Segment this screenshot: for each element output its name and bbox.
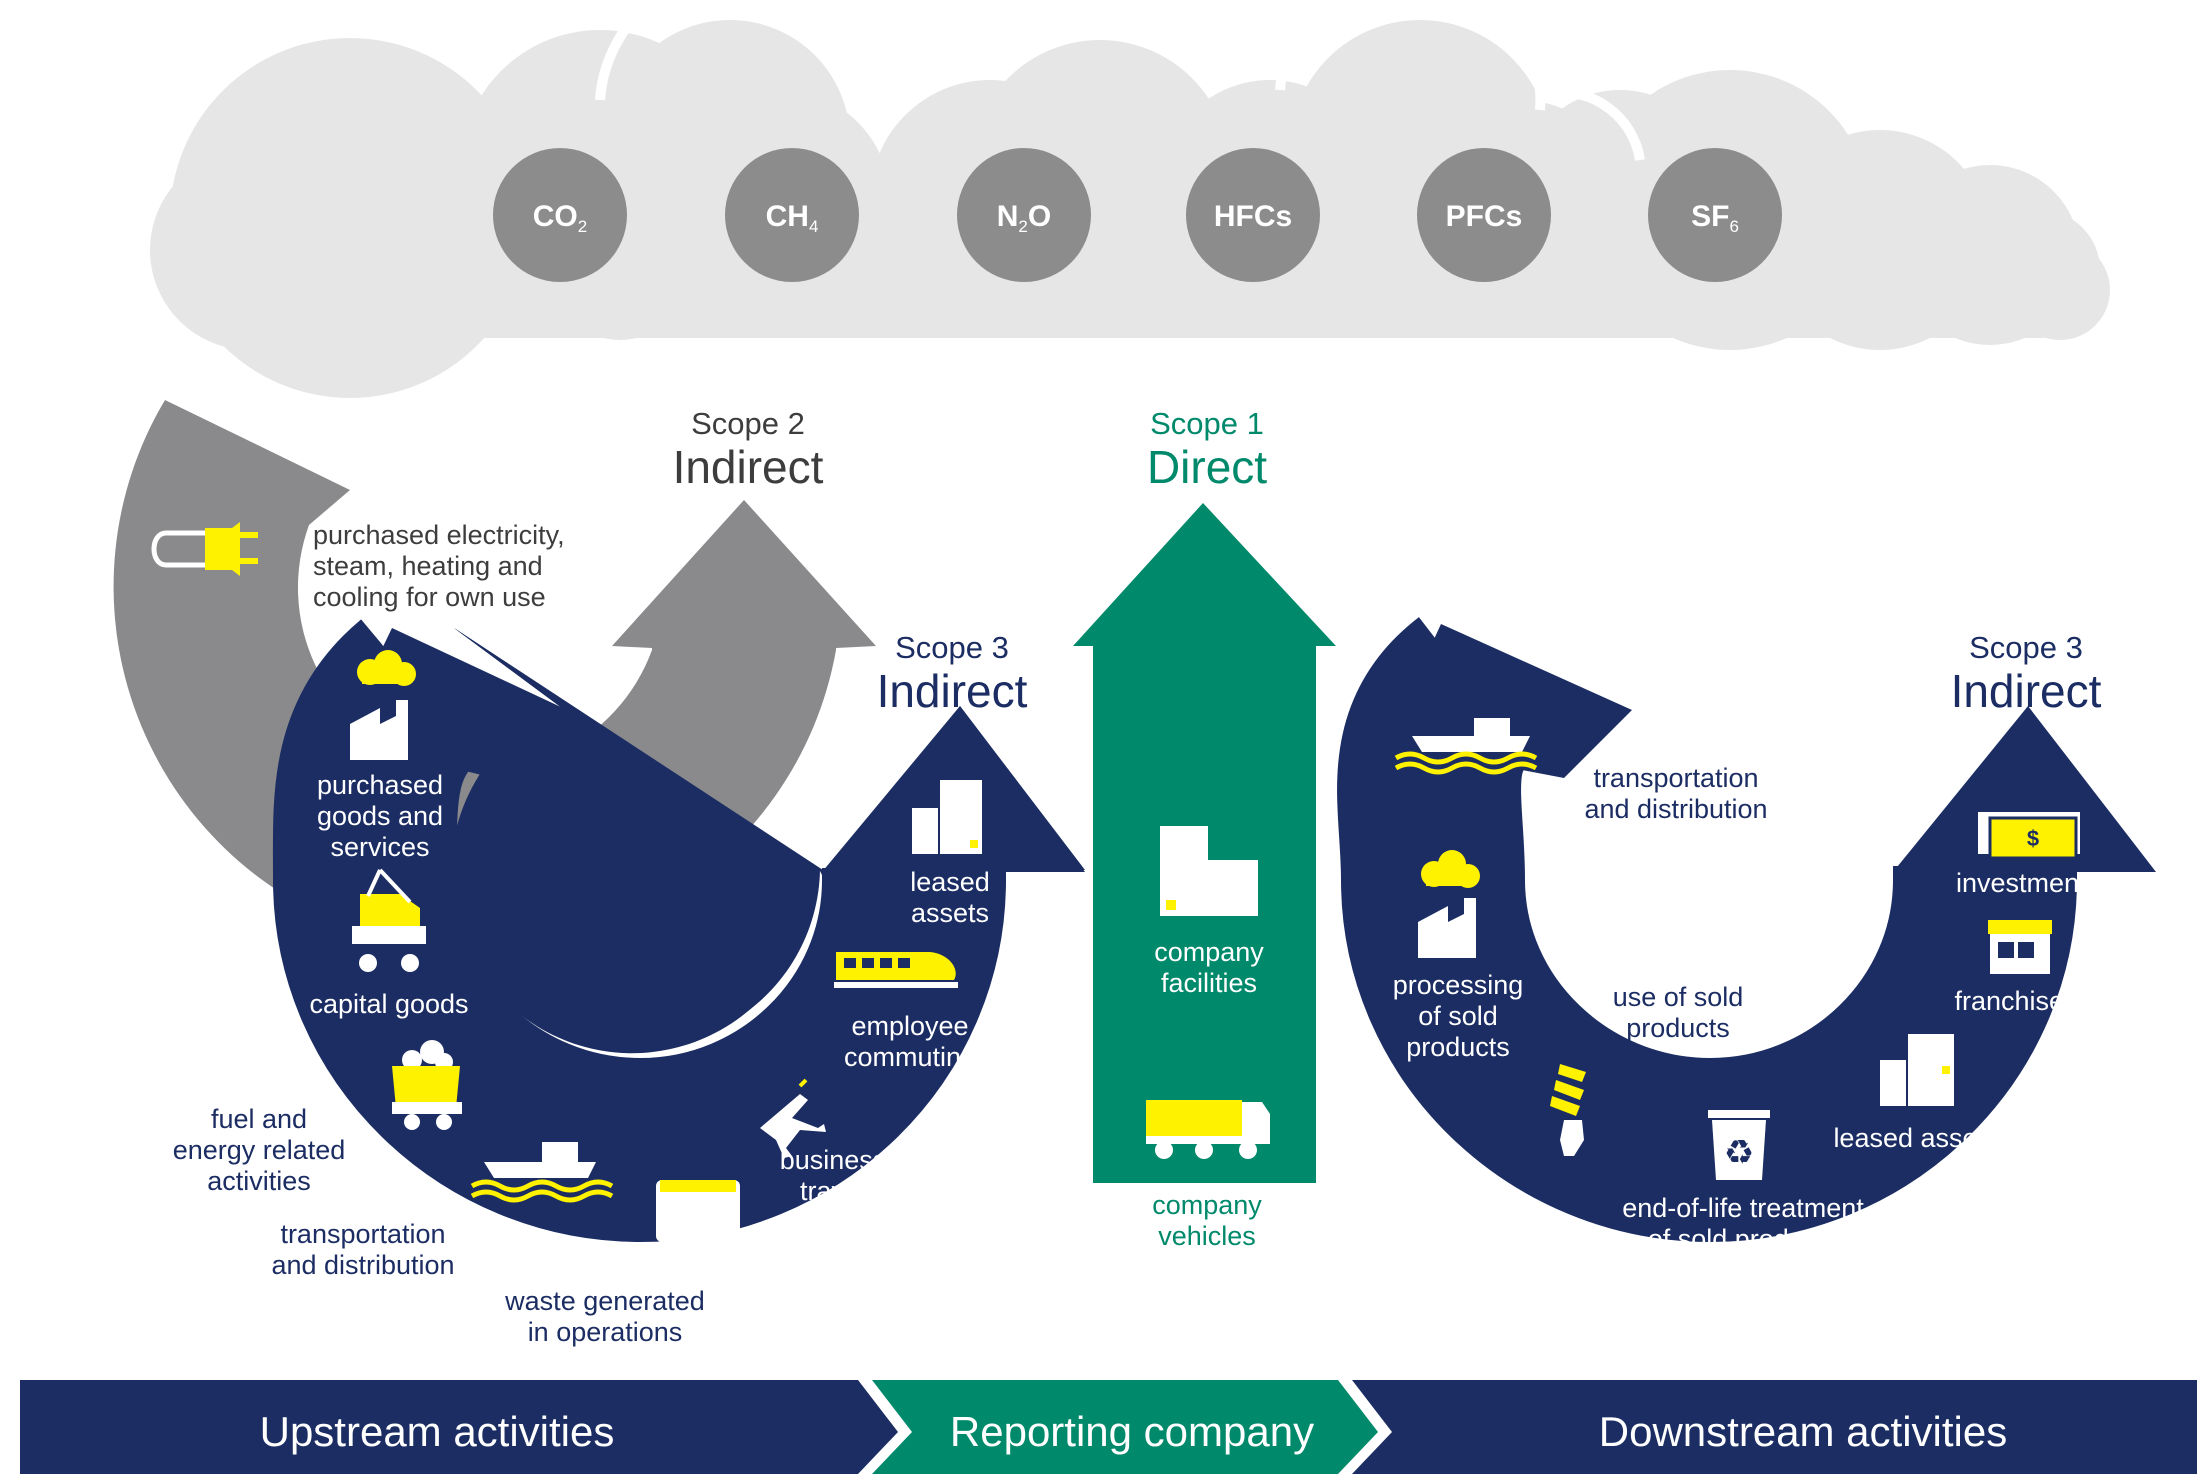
gas-formula: PFCs (1446, 200, 1523, 233)
item-labels: purchased electricity,steam, heating and… (173, 520, 2100, 1347)
cloud-highlights (595, 0, 1645, 161)
downstream-ship-icon (1394, 718, 1538, 775)
gas-sf6: SF6 (1648, 148, 1782, 282)
gas-formula: SF6 (1691, 200, 1739, 236)
scope2-item-label: purchased electricity,steam, heating and… (313, 520, 565, 612)
downstream-arrow-head (1893, 706, 2156, 872)
upstream-scope3-arrow (451, 628, 830, 1054)
gas-circle (1648, 148, 1782, 282)
upstream-scope3-stroke (272, 619, 1006, 1243)
scope3-upstream-title: Indirect (877, 665, 1028, 717)
reporting-company-label: Reporting company (950, 1408, 1314, 1455)
gas-circle (1417, 148, 1551, 282)
downstream-item-label: leased assets (1833, 1123, 1998, 1153)
recycle-bin-icon: ♻ (1708, 1110, 1770, 1180)
electric-plug-icon (151, 522, 258, 576)
gas-formula: CH4 (766, 200, 819, 236)
gas-ch4: CH4 (725, 148, 859, 282)
downstream-activities-label: Downstream activities (1599, 1408, 2007, 1455)
mine-cart-icon (392, 1040, 462, 1130)
gas-hfcs: HFCs (1186, 148, 1320, 282)
airplane-icon (760, 1078, 826, 1158)
scope3-upstream-label: Scope 3 (895, 630, 1009, 665)
ship-icon (470, 1142, 614, 1203)
company-buildings-icon (1160, 826, 1258, 916)
gas-pfcs: PFCs (1417, 148, 1551, 282)
downstream-building-icon (1880, 1034, 1954, 1106)
gas-circle (957, 148, 1091, 282)
icons: ♻ $ (151, 522, 2080, 1244)
crane-truck-icon (352, 868, 426, 972)
scope2-label: Scope 2 (691, 406, 805, 441)
gas-formula: N2O (997, 200, 1051, 236)
upstream-item-label: capital goods (309, 989, 468, 1019)
train-icon (834, 952, 958, 988)
storefront-icon (1988, 920, 2052, 974)
downstream-item-label: investments (1956, 868, 2100, 898)
light-bulb-icon (1550, 1064, 1586, 1156)
building-icon (912, 780, 982, 854)
gas-formula: CO2 (533, 200, 587, 236)
svg-text:♻: ♻ (1724, 1134, 1754, 1172)
downstream-head-patch (1893, 866, 2077, 878)
dollar-bill-icon: $ (1978, 812, 2080, 860)
gas-circle (725, 148, 859, 282)
svg-text:$: $ (2027, 826, 2039, 851)
downstream-item-label: franchises (1954, 986, 2077, 1016)
scope1-label: Scope 1 (1150, 406, 1264, 441)
gas-co2: CO2 (493, 148, 627, 282)
waste-bin-icon (656, 1180, 740, 1244)
gas-formula: HFCs (1214, 200, 1292, 233)
scope-titles: Scope 2 Indirect Scope 1 Direct Scope 3 … (673, 406, 2102, 717)
gas-circle (1186, 148, 1320, 282)
greenhouse-gases: CO2 CH4 N2O HFCs PFCs SF6 (493, 148, 1782, 282)
gas-n2o: N2O (957, 148, 1091, 282)
reporting-banner (872, 1380, 1378, 1474)
footer-banner: Upstream activities Reporting company Do… (20, 1380, 2197, 1474)
truck-icon (1146, 1100, 1270, 1159)
scope1-title: Direct (1147, 441, 1267, 493)
upstream-banner (20, 1380, 898, 1474)
scope2-title: Indirect (673, 441, 824, 493)
cloud-band (150, 20, 2110, 398)
upstream-activities-label: Upstream activities (260, 1408, 615, 1455)
scope3-downstream-title: Indirect (1951, 665, 2102, 717)
gas-circle (493, 148, 627, 282)
downstream-factory-icon (1418, 850, 1480, 958)
downstream-banner (1352, 1380, 2197, 1474)
factory-icon (350, 650, 416, 760)
scope3-downstream-label: Scope 3 (1969, 630, 2083, 665)
